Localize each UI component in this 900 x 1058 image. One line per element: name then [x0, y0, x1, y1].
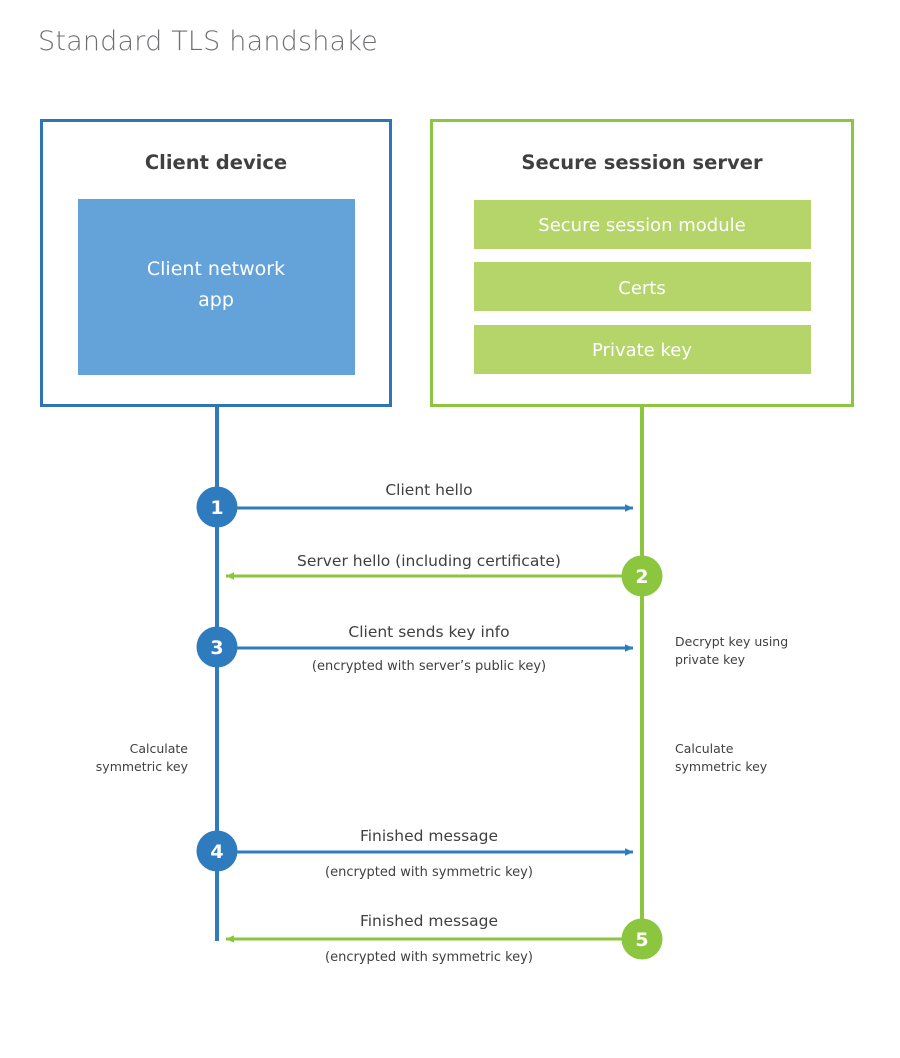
client-calculate-note-line2: symmetric key: [96, 759, 189, 774]
step-3-message: Client sends key info (encrypted with se…: [196, 623, 634, 674]
step-4-number: 4: [210, 841, 223, 863]
server-module-box-2: [474, 325, 811, 374]
server-calculate-note: Calculate symmetric key: [675, 741, 768, 774]
step-2-number: 2: [635, 566, 648, 588]
server-module-label-2: Private key: [592, 340, 692, 361]
step-3-label: Client sends key info: [348, 623, 509, 641]
step-1-message: Client hello 1: [196, 481, 634, 528]
secure-session-server-title: Secure session server: [521, 151, 763, 174]
client-calculate-note-line1: Calculate: [130, 741, 189, 756]
step-1-marker: [196, 486, 238, 528]
step-4-label: Finished message: [360, 827, 498, 845]
step-2-marker: [621, 555, 663, 597]
secure-session-server-node: Secure session server Secure session mod…: [430, 119, 854, 407]
server-module-label-1: Certs: [618, 278, 665, 299]
server-module-box-0: [474, 200, 811, 249]
step-4-sublabel: (encrypted with symmetric key): [325, 865, 533, 880]
server-module-label-0: Secure session module: [538, 215, 745, 236]
server-decrypt-note: Decrypt key using private key: [675, 634, 788, 667]
server-calculate-note-line2: symmetric key: [675, 759, 768, 774]
client-calculate-note: Calculate symmetric key: [96, 741, 189, 774]
step-5-sublabel: (encrypted with symmetric key): [325, 950, 533, 965]
step-4-message: Finished message (encrypted with symmetr…: [196, 827, 634, 880]
step-5-number: 5: [635, 929, 648, 951]
step-5-label: Finished message: [360, 912, 498, 930]
step-3-marker: [196, 626, 238, 668]
server-calculate-note-line1: Calculate: [675, 741, 734, 756]
step-4-marker: [196, 830, 238, 872]
client-network-app-box: [78, 199, 355, 375]
step-2-label: Server hello (including certificate): [297, 552, 561, 570]
client-network-app-label-line2: app: [198, 289, 234, 311]
step-3-sublabel: (encrypted with server’s public key): [312, 659, 546, 674]
client-device-title: Client device: [145, 151, 287, 174]
step-5-message: Finished message (encrypted with symmetr…: [225, 912, 663, 965]
step-5-marker: [621, 918, 663, 960]
client-network-app-label-line1: Client network: [147, 258, 285, 280]
step-2-message: Server hello (including certificate) 2: [225, 552, 663, 597]
client-device-node: Client device Client network app: [40, 119, 392, 407]
step-1-label: Client hello: [385, 481, 472, 499]
step-3-number: 3: [210, 637, 223, 659]
server-module-box-1: [474, 262, 811, 311]
server-decrypt-note-line2: private key: [675, 652, 746, 667]
server-decrypt-note-line1: Decrypt key using: [675, 634, 788, 649]
step-1-number: 1: [210, 497, 223, 519]
page-title: Standard TLS handshake: [38, 26, 378, 57]
